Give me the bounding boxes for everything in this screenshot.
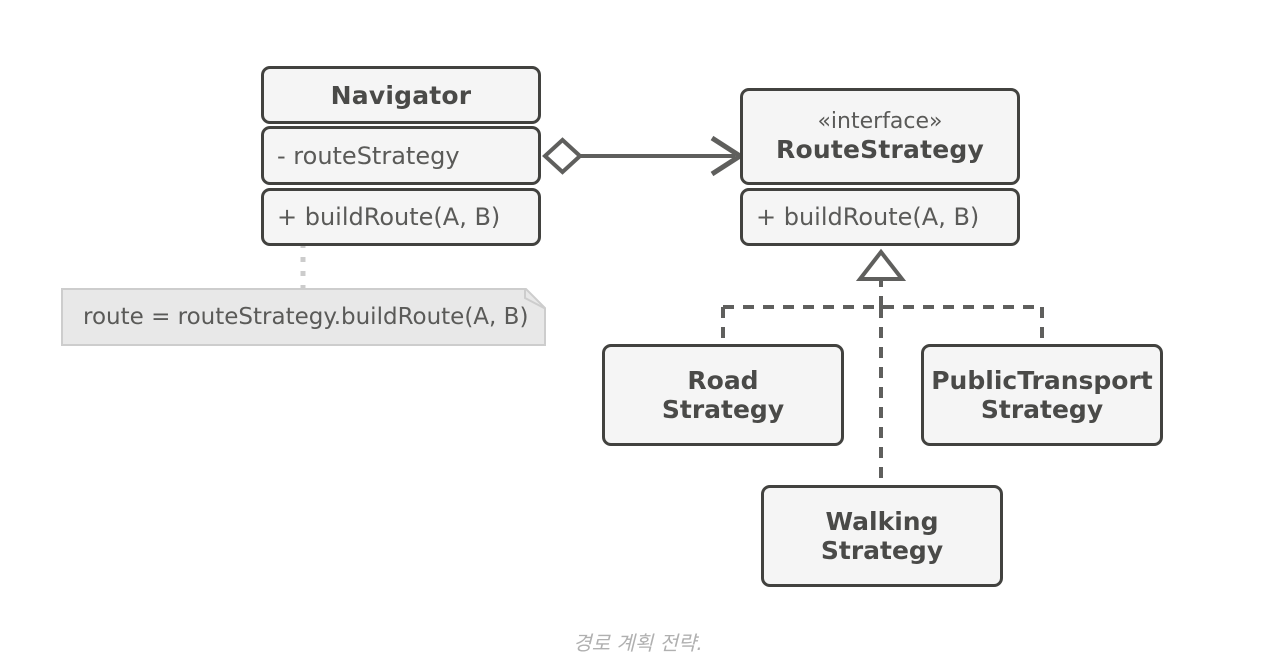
routestrategy-method-compartment: + buildRoute(A, B) [740, 188, 1020, 246]
public-transport-strategy-name-line2: Strategy [980, 395, 1104, 424]
note-fold-corner [515, 288, 546, 319]
aggregation-navigator-to-routestrategy [542, 135, 745, 177]
navigator-method-buildroute: + buildRoute(A, B) [277, 203, 501, 231]
note-text: route = routeStrategy.buildRoute(A, B) [83, 304, 529, 330]
diagram-caption: 경로 계획 전략. [573, 631, 703, 655]
public-transport-strategy-name-line1: PublicTransport [931, 365, 1153, 395]
walking-strategy-name-line1: Walking [825, 506, 939, 536]
road-strategy-name-line1: Road [687, 365, 759, 395]
navigator-title-compartment: Navigator [261, 66, 541, 124]
note-buildroute-call[interactable]: route = routeStrategy.buildRoute(A, B) [61, 288, 546, 346]
navigator-method-compartment: + buildRoute(A, B) [261, 188, 541, 246]
class-public-transport-strategy[interactable]: PublicTransport Strategy [921, 344, 1163, 446]
road-strategy-name-line2: Strategy [661, 395, 785, 424]
navigator-field-compartment: - routeStrategy [261, 126, 541, 185]
class-walking-strategy[interactable]: Walking Strategy [761, 485, 1003, 587]
navigator-class-name: Navigator [330, 80, 472, 110]
walking-strategy-name-line2: Strategy [820, 536, 944, 565]
routestrategy-stereotype: «interface» [817, 109, 943, 135]
hollow-diamond-icon [542, 137, 583, 175]
routestrategy-title-compartment: «interface» RouteStrategy [740, 88, 1020, 185]
class-road-strategy[interactable]: Road Strategy [602, 344, 844, 446]
navigator-field-routestrategy: - routeStrategy [277, 141, 460, 170]
open-arrow-icon [710, 135, 745, 177]
routestrategy-method-buildroute: + buildRoute(A, B) [756, 203, 980, 231]
routestrategy-class-name: RouteStrategy [776, 134, 984, 164]
hollow-triangle-icon [855, 248, 907, 281]
